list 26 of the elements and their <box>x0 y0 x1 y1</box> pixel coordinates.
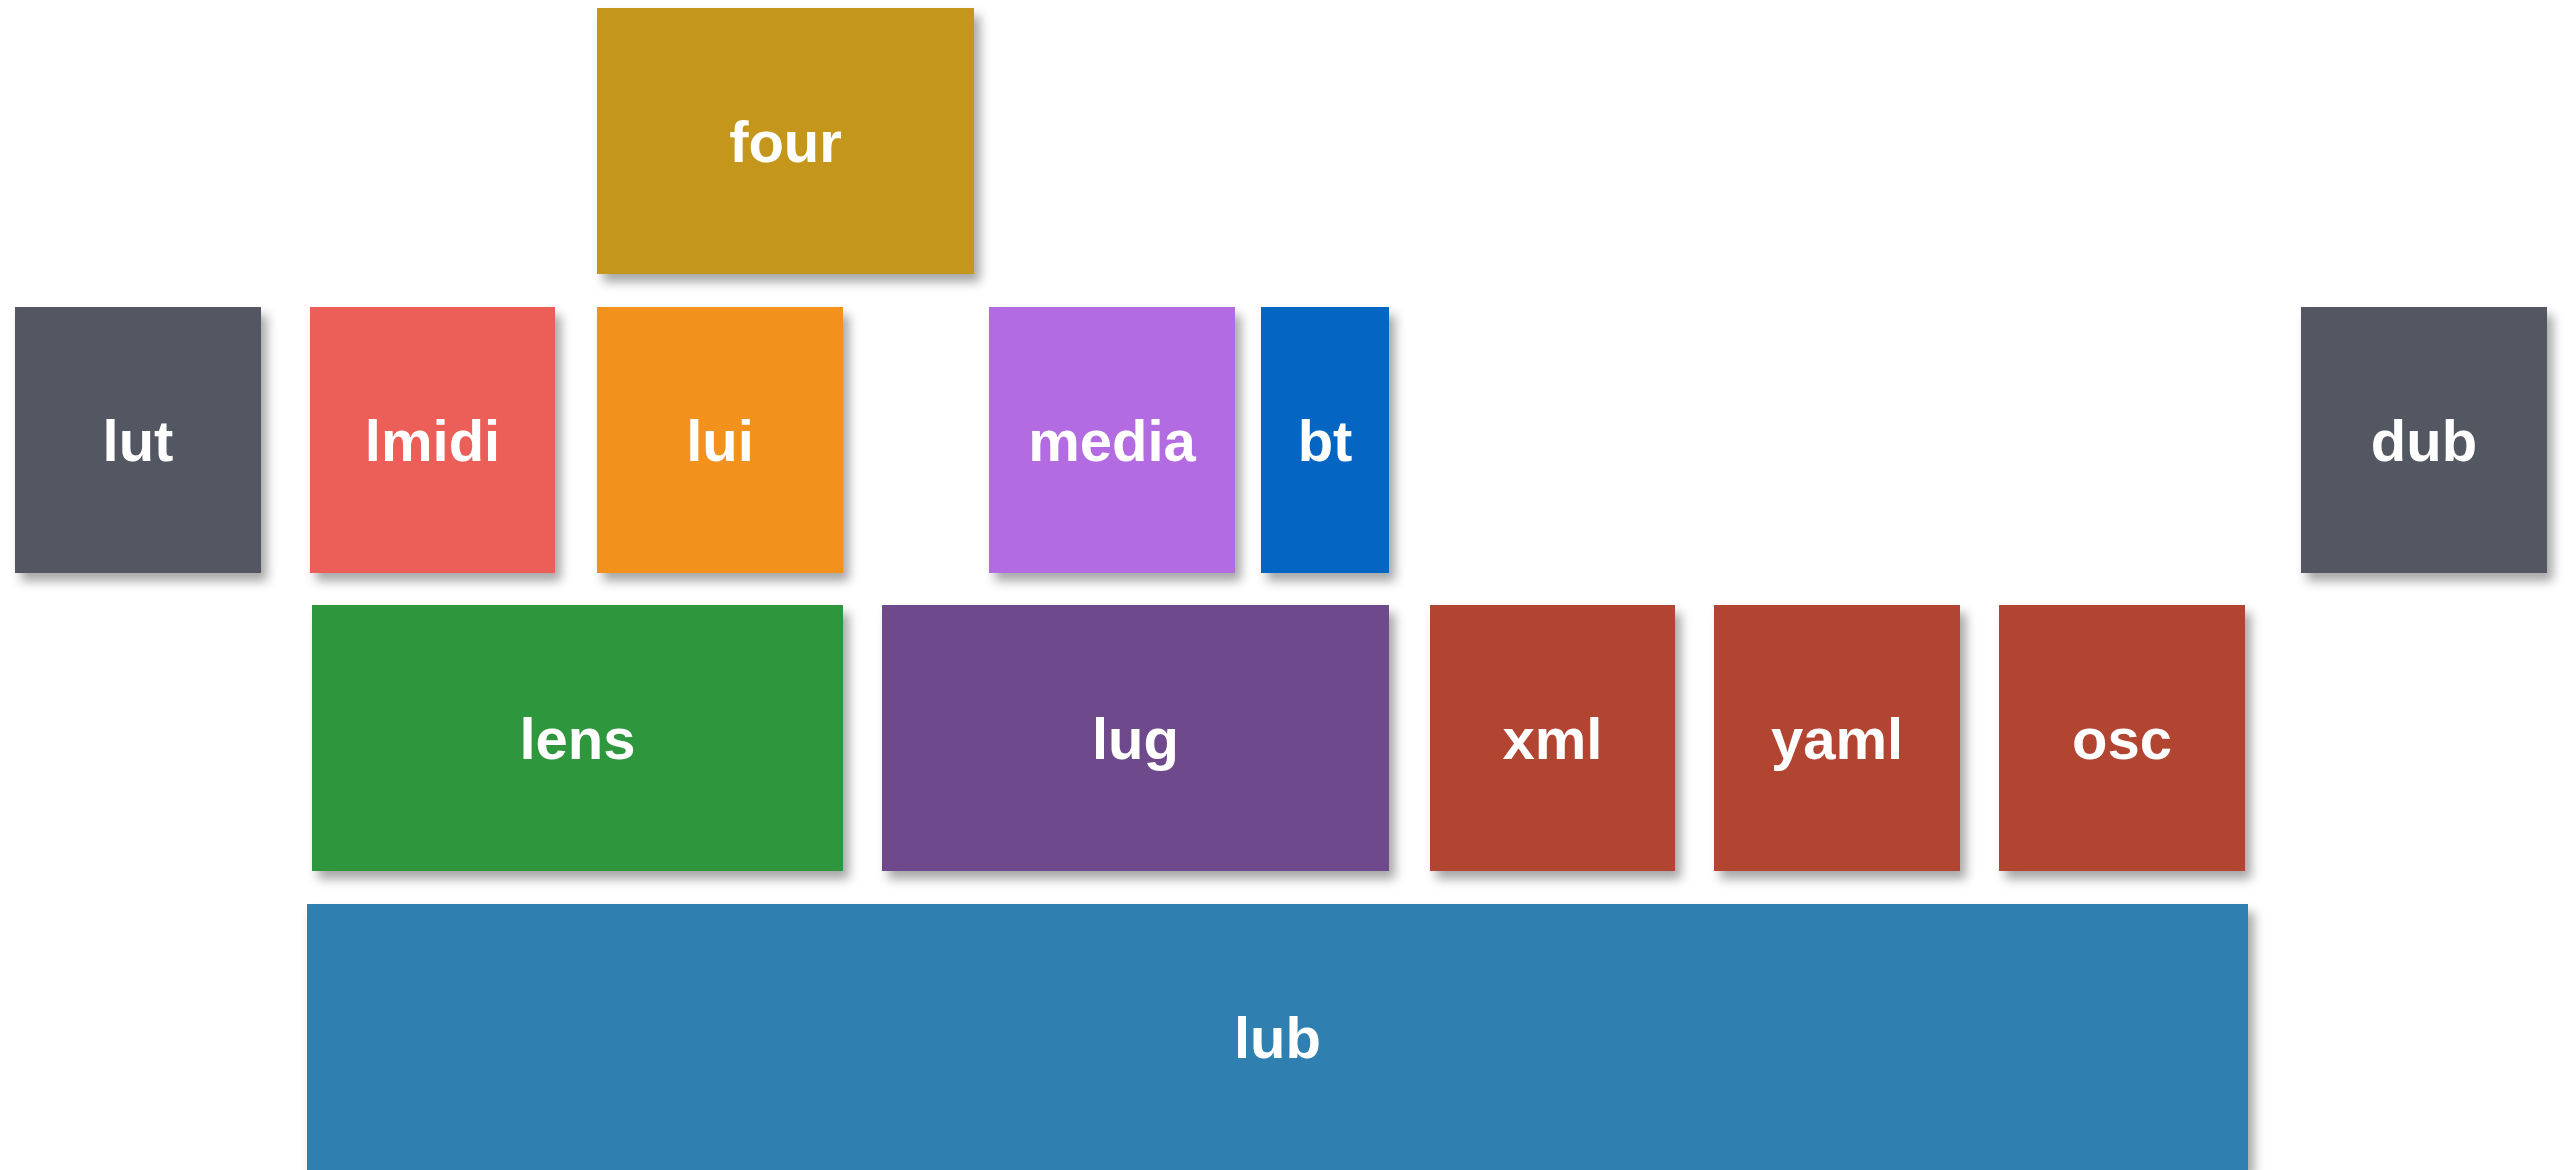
module-label: bt <box>1297 406 1353 474</box>
module-block <box>15 307 261 573</box>
module-label: yaml <box>1770 704 1904 772</box>
module-block <box>1714 605 1960 871</box>
module-label: osc <box>2072 704 2172 772</box>
module-label: lmidi <box>364 406 501 474</box>
module-block <box>597 8 974 274</box>
module-label: lut <box>102 406 174 474</box>
module-block <box>882 605 1389 871</box>
module-label: lui <box>686 406 754 474</box>
module-block <box>597 307 843 573</box>
module-label: dub <box>2370 406 2478 474</box>
module-block <box>1261 307 1389 573</box>
module-label: lens <box>519 704 636 772</box>
module-label: lub <box>1234 1003 1321 1071</box>
module-label: media <box>1028 406 1196 474</box>
module-block <box>1430 605 1675 871</box>
module-block <box>2301 307 2547 573</box>
module-block <box>1999 605 2245 871</box>
module-label: lug <box>1092 704 1179 772</box>
module-block <box>307 904 2248 1170</box>
module-label: xml <box>1502 704 1603 772</box>
module-block <box>312 605 843 871</box>
module-label: four <box>729 107 842 175</box>
module-block <box>989 307 1235 573</box>
module-block <box>310 307 555 573</box>
